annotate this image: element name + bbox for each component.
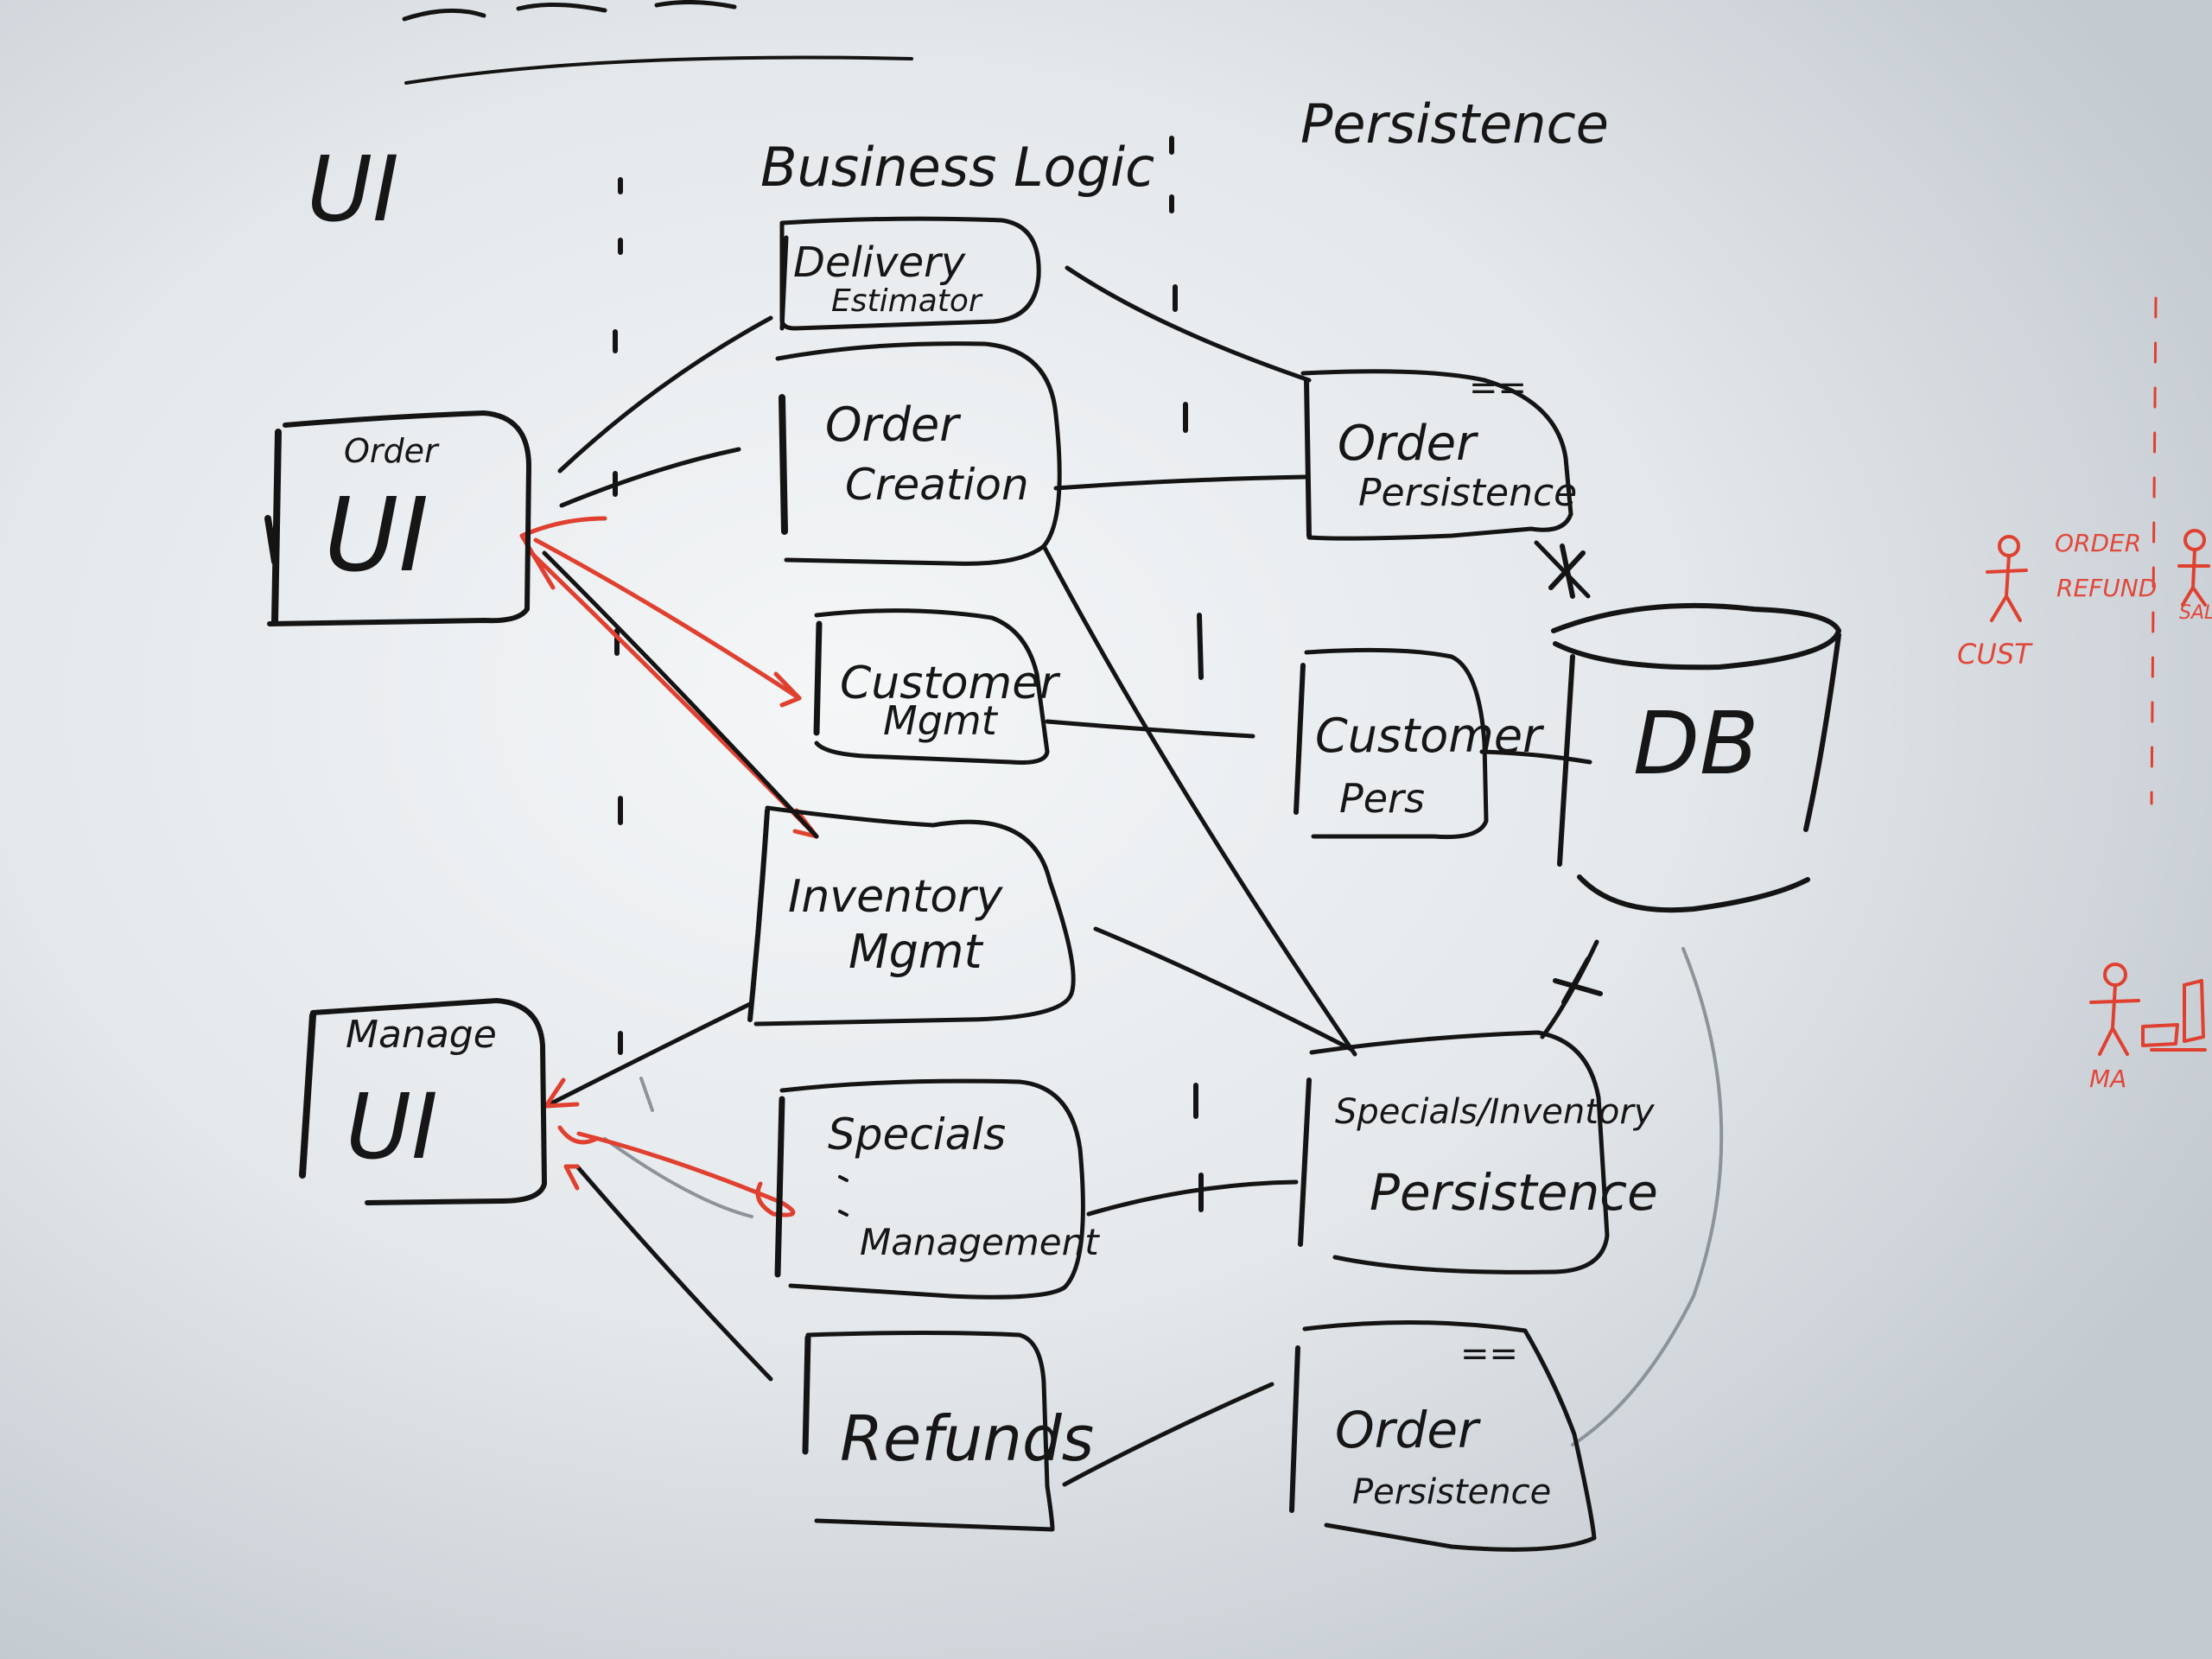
refunds-box: Refunds (802, 1331, 1094, 1532)
heading-persistence: Persistence (1300, 92, 1609, 156)
actor-sal-label: SAL (2179, 602, 2212, 624)
order-persistence-top-line2: Persistence (1358, 471, 1577, 515)
db-cylinder: DB (1551, 602, 1841, 913)
inventory-mgmt-line1: Inventory (788, 871, 1004, 923)
connections (543, 265, 1599, 1487)
refunds-label: Refunds (840, 1402, 1094, 1475)
delivery-estimator-box: Delivery Estimator (779, 216, 1041, 331)
order-persistence-bottom-box: == Order Persistence (1289, 1319, 1597, 1552)
use-case-sketch: CUST SAL ORDER REFUND MA (1957, 296, 2212, 1093)
arrow-manage-head-1 (543, 1077, 580, 1109)
order-ui-small: Order (344, 432, 440, 470)
conn-inventory-manageui (543, 1001, 753, 1109)
customer-pers-line1: Customer (1315, 709, 1544, 763)
conn-creation-specials (1041, 543, 1357, 1057)
order-ui-big: UI (324, 475, 429, 594)
delivery-estimator-line2: Estimator (831, 283, 983, 319)
inventory-mgmt-line2: Mgmt (849, 925, 983, 979)
order-persistence-bottom-mark: == (1460, 1334, 1518, 1374)
conn-orderui-creation (559, 447, 741, 508)
order-creation-box: Order Creation (775, 341, 1062, 566)
actor-sal-icon (2177, 529, 2210, 607)
specials-mgmt-box: Specials Management (774, 1078, 1100, 1300)
actor-manager-label: MA (2089, 1065, 2126, 1093)
order-persistence-top-line1: Order (1338, 416, 1478, 472)
customer-mgmt-box: Customer Mgmt (813, 608, 1061, 765)
db-cross-marks (1548, 543, 1603, 1005)
heading-business-logic: Business Logic (760, 136, 1154, 199)
order-persistence-top-mark: == (1469, 368, 1527, 408)
arrow-orderui-customer (533, 537, 802, 701)
manage-ui-big: UI (346, 1074, 438, 1179)
conn-inventory-specials (1093, 926, 1355, 1052)
order-creation-line1: Order (825, 397, 961, 452)
actor-cust-icon (1986, 535, 2028, 622)
top-underline (404, 55, 913, 85)
conn-custpers-db (1479, 749, 1592, 765)
conn-delivery-orderpers (1065, 265, 1312, 383)
specials-mgmt-line2: Management (860, 1221, 1100, 1263)
order-persistence-top-box: == Order Persistence (1300, 368, 1577, 541)
conn-specials-spinvpers (1086, 1179, 1299, 1217)
heading-ui: UI (307, 137, 399, 242)
conn-orderpers-db (1534, 540, 1591, 599)
order-creation-line2: Creation (845, 460, 1029, 510)
specials-mgmt-line1: Specials (828, 1109, 1006, 1160)
conn-db-orderpers-bottom (1571, 947, 1724, 1446)
customer-mgmt-line1: Customer (840, 658, 1061, 709)
specials-inventory-persistence-box: Specials/Inventory Persistence (1298, 1030, 1658, 1274)
conn-refunds-manageui (575, 1164, 773, 1382)
db-label: DB (1633, 693, 1759, 794)
manage-ui-small: Manage (346, 1013, 497, 1057)
arrow-manage-head-2 (557, 1125, 599, 1145)
use-case-refund: REFUND (2056, 574, 2157, 602)
actor-cust-label: CUST (1957, 638, 2033, 671)
use-case-order: ORDER (2055, 529, 2141, 557)
order-persistence-bottom-line1: Order (1335, 1401, 1481, 1459)
orderui-double-line (542, 550, 819, 839)
specials-inventory-persistence-line1: Specials/Inventory (1335, 1092, 1656, 1132)
top-scribble (402, 0, 737, 22)
order-ui-box: Order UI (264, 410, 531, 626)
customer-pers-line2: Pers (1339, 775, 1425, 822)
arrow-manage-head-3 (563, 1164, 580, 1191)
separator-right (1169, 136, 1204, 1212)
manage-ui-box: Manage UI (299, 998, 547, 1205)
order-persistence-bottom-line2: Persistence (1352, 1472, 1551, 1512)
conn-refunds-orderpers (1062, 1382, 1274, 1487)
conn-orderui-delivery (557, 315, 773, 474)
delivery-estimator-line1: Delivery (793, 238, 966, 287)
faint-erased-line (603, 1077, 753, 1218)
customer-mgmt-line2: Mgmt (883, 697, 999, 744)
conn-customer-custpers (1045, 719, 1255, 739)
inventory-mgmt-box: Inventory Mgmt (747, 805, 1076, 1027)
specials-inventory-persistence-line2: Persistence (1370, 1163, 1658, 1222)
separator-left (613, 177, 623, 1055)
conn-creation-orderpers (1053, 474, 1307, 491)
actor-manager-icon (2089, 963, 2207, 1056)
customer-pers-box: Customer Pers (1294, 647, 1544, 840)
